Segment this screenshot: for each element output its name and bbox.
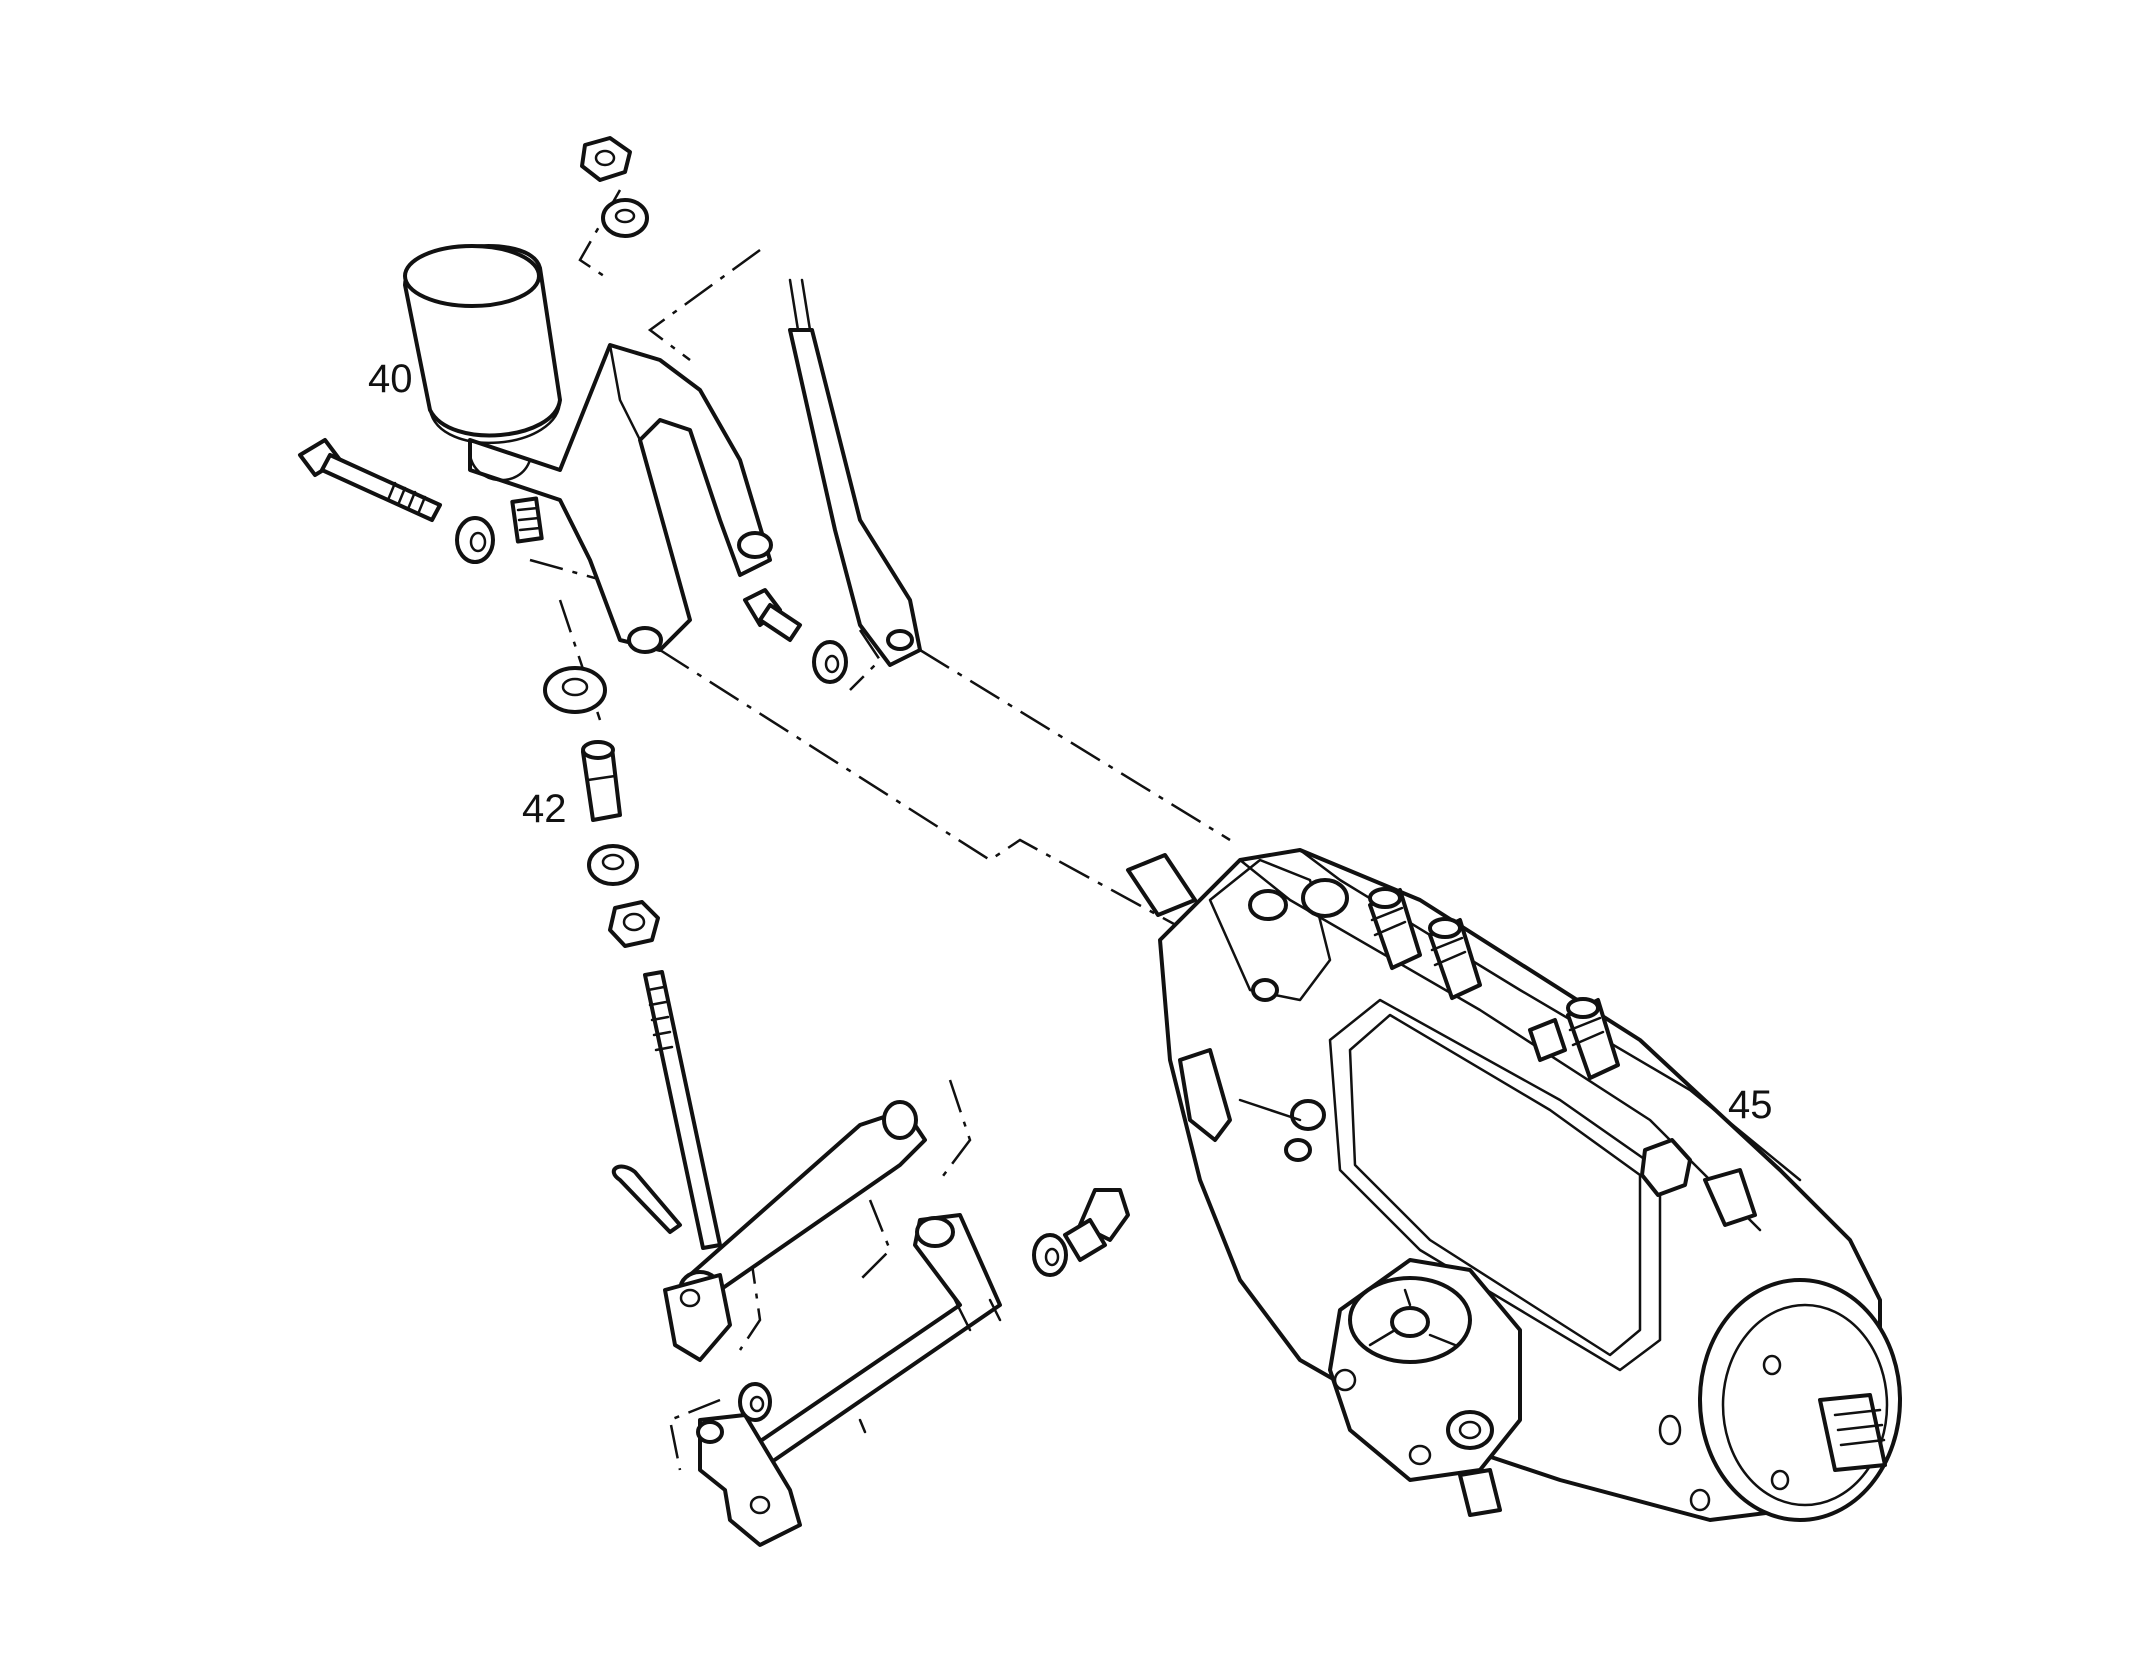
callout-actuator: 40 <box>368 357 413 401</box>
callout-injection-pump: 45 <box>1728 1083 1773 1127</box>
callout-labels: 40 42 45 <box>368 357 1773 1127</box>
actuator-assembly <box>298 136 773 654</box>
lower-lever-linkage <box>611 1100 1130 1547</box>
callout-coupling: 42 <box>522 787 567 831</box>
linkage-rod <box>743 278 922 684</box>
injection-pump <box>1126 848 1902 1522</box>
coupling-stack <box>543 666 722 1250</box>
